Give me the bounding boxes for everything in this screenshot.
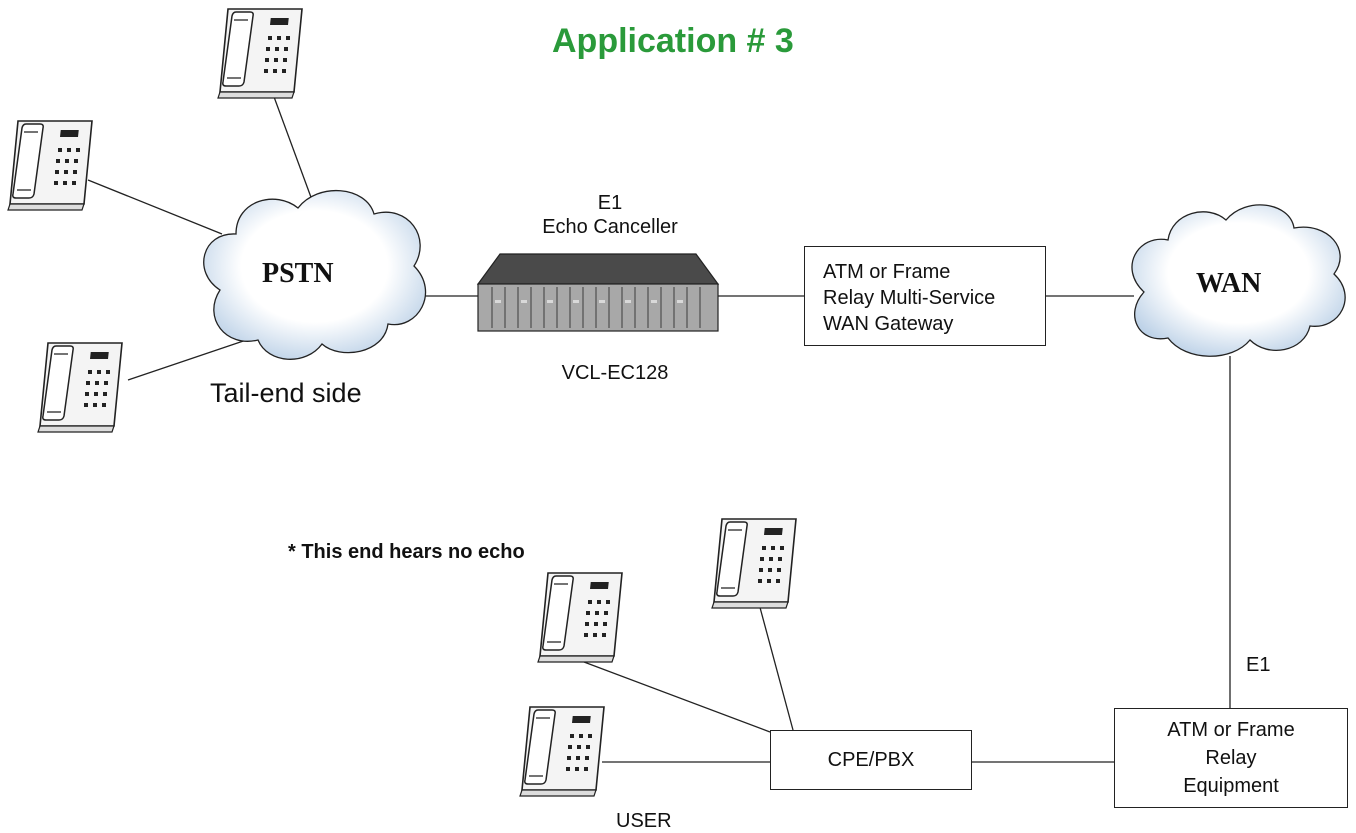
telephone-icon bbox=[37, 342, 123, 433]
link-phone-user2-pbx bbox=[757, 599, 794, 731]
telephone-icon bbox=[711, 518, 797, 609]
link-phone-left-pstn bbox=[87, 179, 223, 235]
gateway-box: ATM or Frame Relay Multi-Service WAN Gat… bbox=[804, 246, 1046, 346]
wan-label: WAN bbox=[1196, 268, 1262, 299]
equipment-line3: Equipment bbox=[1183, 775, 1279, 797]
gateway-line2: Relay Multi-Service bbox=[823, 287, 996, 309]
echo-canceller-label: Echo Canceller bbox=[542, 216, 678, 238]
tail-end-label: Tail-end side bbox=[210, 378, 362, 408]
e1-link-label: E1 bbox=[1246, 654, 1271, 676]
equipment-line1: ATM or Frame bbox=[1167, 719, 1295, 741]
telephone-icon bbox=[217, 8, 303, 99]
telephone-icon bbox=[537, 572, 623, 663]
connection-lines bbox=[87, 85, 1231, 763]
pbx-box: CPE/PBX bbox=[770, 730, 972, 790]
page-title: Application # 3 bbox=[552, 22, 794, 60]
pstn-label: PSTN bbox=[262, 258, 334, 289]
link-phone-bottom-pstn bbox=[127, 335, 259, 381]
pbx-label: CPE/PBX bbox=[827, 749, 915, 771]
echo-canceller-e1-label: E1 bbox=[597, 192, 623, 214]
echo-canceller-model-label: VCL-EC128 bbox=[561, 362, 669, 384]
no-echo-note: * This end hears no echo bbox=[288, 541, 525, 563]
link-phone-top-pstn bbox=[269, 85, 313, 201]
equipment-box: ATM or Frame Relay Equipment bbox=[1114, 708, 1348, 808]
telephone-icon bbox=[7, 120, 93, 211]
equipment-line2: Relay bbox=[1205, 747, 1257, 769]
telephone-icon bbox=[519, 706, 605, 797]
echo-canceller-rack-icon bbox=[476, 253, 720, 332]
gateway-line1: ATM or Frame bbox=[823, 261, 951, 283]
link-phone-user1-pbx bbox=[583, 661, 771, 733]
gateway-line3: WAN Gateway bbox=[823, 313, 954, 335]
pstn-cloud-icon bbox=[203, 189, 427, 360]
user-label: USER bbox=[616, 810, 672, 832]
wan-cloud-icon bbox=[1131, 204, 1346, 357]
